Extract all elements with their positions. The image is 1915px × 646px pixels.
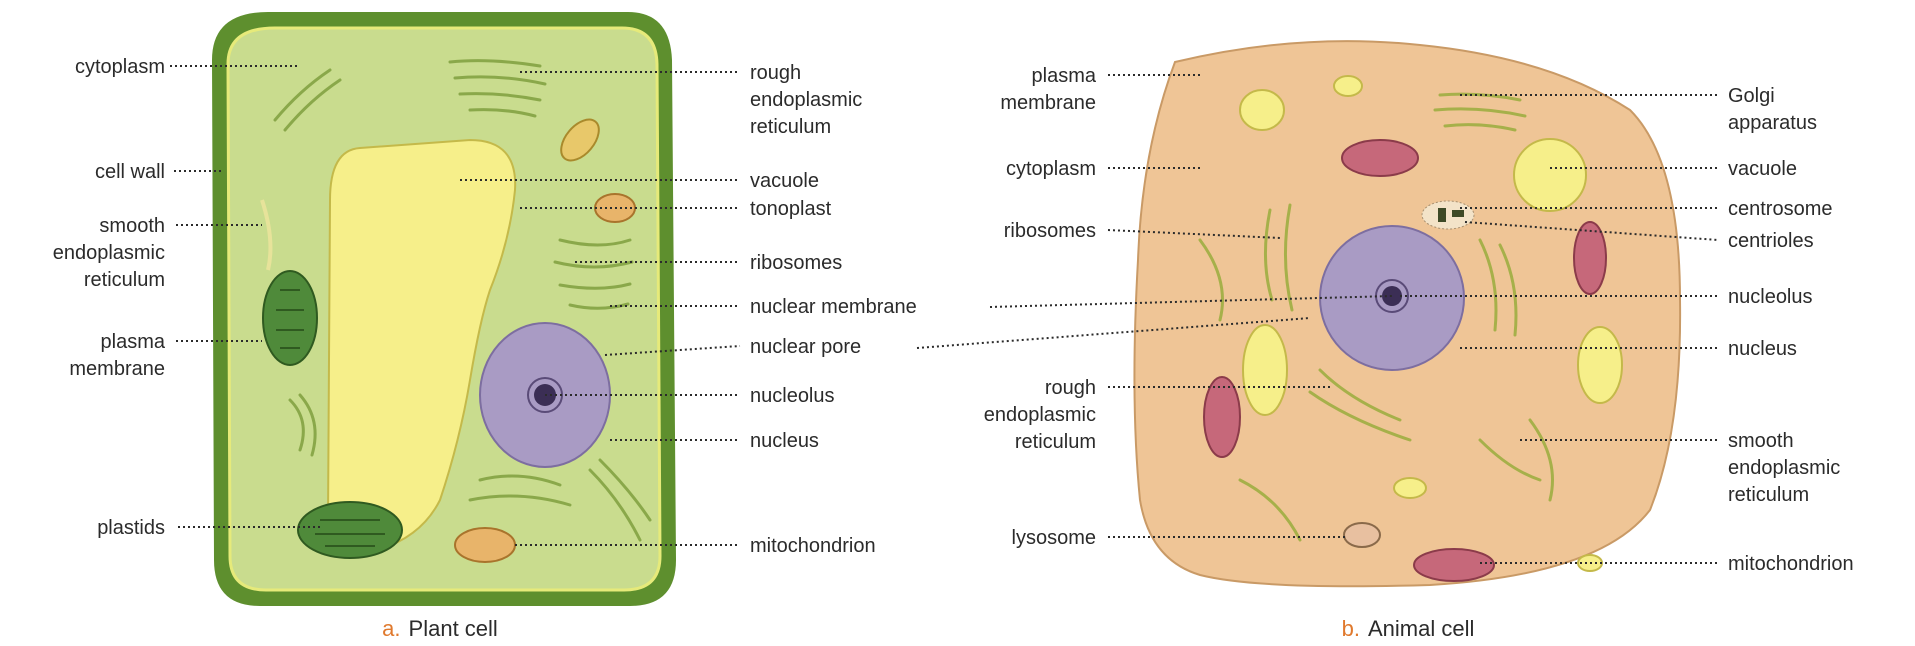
plant-label-smooth-er-2: endoplasmic xyxy=(53,242,165,264)
animal-label-plasma-membrane-1: plasma xyxy=(1032,65,1097,87)
animal-caption: b. Animal cell xyxy=(1342,616,1475,641)
plant-label-plasma-membrane-2: membrane xyxy=(69,358,165,380)
animal-centrosome xyxy=(1422,201,1474,229)
animal-label-lysosome: lysosome xyxy=(1012,527,1096,549)
plant-label-nuclear-pore: nuclear pore xyxy=(750,336,861,358)
plant-label-smooth-er-3: reticulum xyxy=(84,269,165,291)
animal-label-plasma-membrane-2: membrane xyxy=(1000,92,1096,114)
plant-plastid-left xyxy=(263,271,317,365)
plant-label-cytoplasm: cytoplasm xyxy=(75,56,165,78)
animal-cell xyxy=(1134,41,1680,586)
plant-label-cell-wall: cell wall xyxy=(95,161,165,183)
plant-cell xyxy=(212,12,676,606)
animal-label-rough-er-2: endoplasmic xyxy=(984,404,1096,426)
plant-label-ribosomes: ribosomes xyxy=(750,252,842,274)
animal-label-golgi-1: Golgi xyxy=(1728,85,1775,107)
animal-caption-letter: b. xyxy=(1342,616,1360,641)
animal-label-golgi-2: apparatus xyxy=(1728,112,1817,134)
plant-caption: a. Plant cell xyxy=(382,616,498,641)
animal-label-vacuole: vacuole xyxy=(1728,158,1797,180)
animal-label-rough-er-3: reticulum xyxy=(1015,431,1096,453)
plant-label-rough-er-3: reticulum xyxy=(750,116,831,138)
plant-label-vacuole: vacuole xyxy=(750,170,819,192)
plant-label-mitochondrion: mitochondrion xyxy=(750,535,876,557)
plant-mitochondrion xyxy=(455,528,515,562)
animal-label-smooth-er-1: smooth xyxy=(1728,430,1794,452)
plant-caption-letter: a. xyxy=(382,616,400,641)
animal-label-centrioles: centrioles xyxy=(1728,230,1814,252)
animal-mitochondrion-2 xyxy=(1574,222,1606,294)
plant-plastid-bottom xyxy=(298,502,402,558)
plant-label-plastids: plastids xyxy=(97,517,165,539)
animal-label-cytoplasm: cytoplasm xyxy=(1006,158,1096,180)
animal-vacuole-1 xyxy=(1240,90,1284,130)
animal-label-centrosome: centrosome xyxy=(1728,198,1833,220)
plant-label-nucleus: nucleus xyxy=(750,430,819,452)
animal-vacuole-5 xyxy=(1243,325,1287,415)
animal-vacuole-4 xyxy=(1578,327,1622,403)
animal-label-ribosomes: ribosomes xyxy=(1004,220,1096,242)
plant-label-nucleolus: nucleolus xyxy=(750,385,835,407)
animal-caption-text: Animal cell xyxy=(1368,616,1474,641)
animal-vacuole-2 xyxy=(1334,76,1362,96)
animal-vacuole-3 xyxy=(1514,139,1586,211)
plant-label-nuclear-membrane: nuclear membrane xyxy=(750,296,917,318)
animal-lysosome xyxy=(1344,523,1380,547)
animal-vacuole-6 xyxy=(1394,478,1426,498)
plant-label-tonoplast: tonoplast xyxy=(750,198,832,220)
animal-label-smooth-er-2: endoplasmic xyxy=(1728,457,1840,479)
plant-caption-text: Plant cell xyxy=(409,616,498,641)
animal-label-mitochondrion: mitochondrion xyxy=(1728,553,1854,575)
animal-mitochondrion-1 xyxy=(1342,140,1418,176)
animal-mitochondrion-3 xyxy=(1204,377,1240,457)
animal-label-nucleus: nucleus xyxy=(1728,338,1797,360)
plant-label-rough-er-1: rough xyxy=(750,62,801,84)
plant-label-smooth-er-1: smooth xyxy=(99,215,165,237)
animal-label-rough-er-1: rough xyxy=(1045,377,1096,399)
animal-label-nucleolus: nucleolus xyxy=(1728,286,1813,308)
animal-mitochondrion-4 xyxy=(1414,549,1494,581)
plant-label-plasma-membrane-1: plasma xyxy=(101,331,166,353)
animal-label-smooth-er-3: reticulum xyxy=(1728,484,1809,506)
plant-label-rough-er-2: endoplasmic xyxy=(750,89,862,111)
